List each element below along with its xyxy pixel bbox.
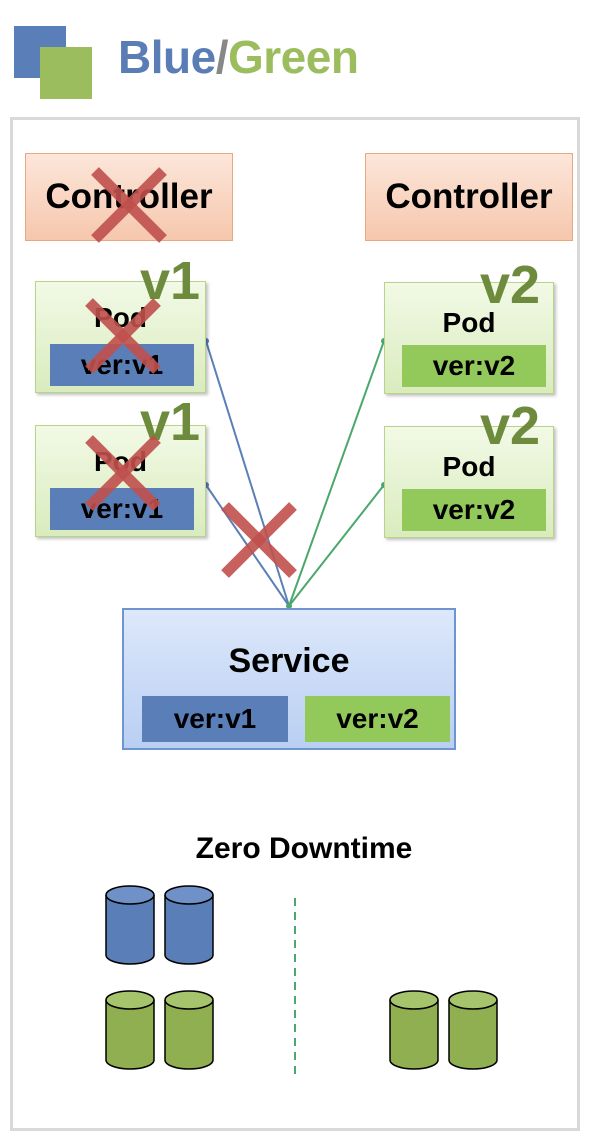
blue-database-icons — [105, 885, 214, 965]
cross-icon — [95, 171, 163, 239]
zero-downtime-caption: Zero Downtime — [195, 832, 413, 865]
cross-icon — [89, 439, 157, 507]
title-blue: Blue — [118, 31, 216, 83]
controller-label: Controller — [385, 177, 553, 216]
green-controller: Controller — [365, 153, 573, 241]
database-icon — [164, 990, 214, 1070]
service-label: Service — [228, 642, 350, 680]
pod-version-tag: ver:v2 — [402, 345, 546, 387]
service-selector-v1: ver:v1 — [142, 696, 288, 742]
cross-icon — [89, 302, 157, 370]
pod-label: Pod — [442, 307, 496, 338]
service-selector-v2: ver:v2 — [305, 696, 450, 742]
link-green-pod-1 — [288, 340, 385, 607]
green-database-icons-left — [105, 990, 214, 1070]
version-badge-v2: v2 — [480, 255, 541, 315]
page-title: Blue/Green — [118, 30, 359, 84]
green-database-icons-right — [389, 990, 498, 1070]
database-icon — [105, 885, 155, 965]
version-badge-v2: v2 — [480, 396, 541, 456]
title-green: Green — [227, 31, 359, 83]
logo-green-square — [40, 47, 92, 99]
blue-pod-1: Pod ver:v1 — [35, 281, 206, 393]
cross-icon — [225, 506, 293, 574]
database-icon — [389, 990, 439, 1070]
endpoint-dot — [286, 603, 292, 609]
version-badge-v1: v1 — [140, 251, 201, 311]
pod-label: Pod — [442, 451, 496, 482]
database-icon — [105, 990, 155, 1070]
diagram-frame — [10, 117, 580, 1131]
link-green-pod-2 — [288, 484, 385, 607]
green-pod-1: Pod ver:v2 — [384, 282, 554, 394]
pod-version-tag: ver:v2 — [402, 489, 546, 531]
title-slash: / — [215, 31, 229, 83]
service-box: Service ver:v1 ver:v2 — [122, 608, 456, 750]
database-icon — [448, 990, 498, 1070]
green-pod-2: Pod ver:v2 — [384, 426, 554, 538]
database-icon — [164, 885, 214, 965]
